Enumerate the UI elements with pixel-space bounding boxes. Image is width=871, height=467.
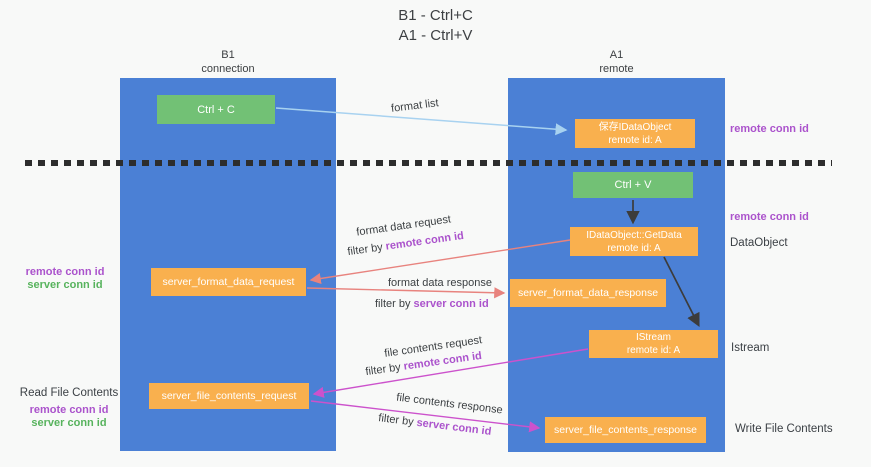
- node-server-format-data-response: server_format_data_response: [510, 279, 666, 307]
- node-ctrl-c: Ctrl + C: [157, 95, 275, 124]
- node-saved-idataobject-line1: 保存IDataObject: [598, 121, 672, 133]
- lane-b1-name: B1: [221, 49, 235, 61]
- node-ctrl-v-label: Ctrl + V: [614, 179, 652, 191]
- node-fmt-resp-label: server_format_data_response: [517, 287, 659, 299]
- annotation-server-conn-id-left: server conn id: [27, 279, 103, 291]
- title-line-2: A1 - Ctrl+V: [398, 26, 473, 44]
- annotation-remote-conn-id-top: remote conn id: [730, 123, 809, 135]
- edge-label-file-contents-response: file contents response: [395, 391, 504, 417]
- dashed-divider: [25, 160, 832, 166]
- annotation-remote-conn-id-left: remote conn id: [25, 266, 105, 278]
- node-file-resp-label: server_file_contents_response: [553, 424, 697, 436]
- node-server-file-contents-response: server_file_contents_response: [545, 417, 706, 443]
- filter-remote-conn-id: remote conn id: [384, 229, 465, 253]
- annotation-istream: Istream: [731, 342, 770, 354]
- node-server-file-contents-request: server_file_contents_request: [149, 383, 309, 409]
- annotation-conn-ids-format: remote conn id server conn id: [15, 266, 115, 292]
- edge-label-format-data-response: format data response: [388, 277, 492, 289]
- filter-server-conn-id: server conn id: [415, 416, 492, 438]
- title-line-1: B1 - Ctrl+C: [398, 7, 473, 24]
- annotation-write-file-contents: Write File Contents: [735, 423, 833, 435]
- lane-header-b1: B1 connection: [120, 49, 336, 77]
- filter-by-text: filter by: [346, 241, 384, 259]
- node-istream-line1: IStream: [635, 332, 671, 343]
- diagram-title: B1 - Ctrl+C A1 - Ctrl+V: [0, 6, 871, 46]
- filter-by-text: filter by: [377, 412, 415, 429]
- node-saved-idataobject: 保存IDataObject remote id: A: [575, 119, 695, 148]
- annotation-server-conn-id-bottom: server conn id: [31, 417, 107, 429]
- node-saved-idataobject-line2: remote id: A: [608, 134, 662, 146]
- node-server-format-data-request: server_format_data_request: [151, 268, 306, 296]
- node-ctrl-v: Ctrl + V: [573, 172, 693, 198]
- node-ctrl-c-label: Ctrl + C: [197, 103, 235, 116]
- node-getdata-line1: IDataObject::GetData: [586, 229, 682, 241]
- node-istream: IStream remote id: A: [589, 330, 718, 358]
- lane-b1-role: connection: [201, 62, 255, 75]
- lane-header-a1: A1 remote: [508, 49, 725, 77]
- filter-by-text: filter by: [375, 298, 411, 310]
- node-idataobject-getdata: IDataObject::GetData remote id: A: [570, 227, 698, 256]
- node-getdata-line2: remote id: A: [607, 242, 661, 254]
- lane-a1-name: A1: [609, 49, 624, 61]
- node-istream-line2: remote id: A: [626, 345, 681, 356]
- node-file-req-label: server_file_contents_request: [161, 390, 297, 402]
- annotation-dataobject: DataObject: [730, 237, 788, 249]
- annotation-remote-conn-id-bottom: remote conn id: [29, 404, 109, 416]
- node-fmt-req-label: server_format_data_request: [162, 276, 295, 288]
- annotation-remote-conn-id-mid: remote conn id: [730, 211, 809, 223]
- annotation-read-file-contents: Read File Contents: [19, 387, 119, 399]
- filter-by-text: filter by: [364, 361, 402, 379]
- lane-a1-role: remote: [599, 62, 634, 75]
- filter-server-conn-id: server conn id: [413, 298, 489, 310]
- annotation-read-file-contents-block: Read File Contents remote conn id server…: [14, 387, 124, 430]
- edge-label-format-list: format list: [390, 97, 440, 115]
